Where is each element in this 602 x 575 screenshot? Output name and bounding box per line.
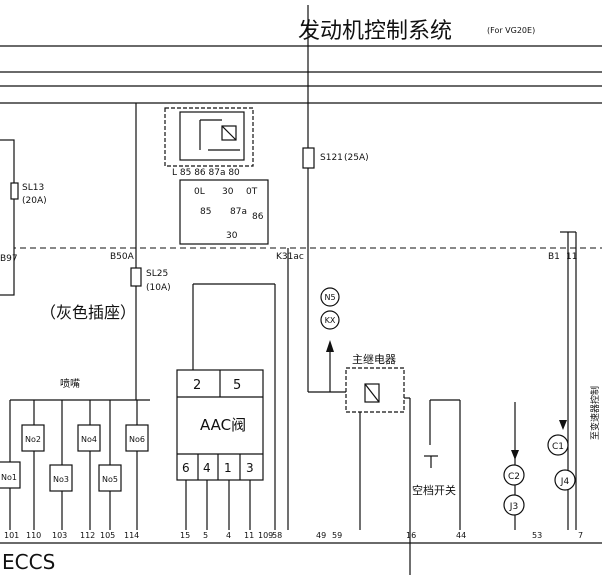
ecu-pin-110: 110 (26, 531, 41, 540)
injector-no4 (77, 424, 101, 452)
circle-c2 (503, 464, 525, 486)
ecu-pin-105: 105 (100, 531, 115, 540)
ecu-pin-16: 16 (406, 531, 416, 540)
aac-valve: 2 5 AAC阀 6 4 1 3 (176, 248, 289, 530)
circle-c1-label: C1 (552, 442, 564, 452)
injector-no4-label: No4 (81, 435, 97, 444)
gray-socket-label: （灰色插座） (40, 303, 136, 322)
aac-top-pin-1: 2 (193, 378, 201, 393)
relay-top-pins: L 85 86 87a 80 (172, 168, 240, 178)
left-module (0, 139, 15, 296)
ecu-label: ECCS (2, 550, 55, 574)
main-relay-label: 主继电器 (352, 353, 396, 366)
label-11: 11 (566, 252, 577, 262)
circle-n5-label: N5 (324, 293, 335, 302)
circle-j4 (554, 469, 576, 491)
injector-no1-label: No1 (1, 473, 17, 482)
ecu-pin-103: 103 (52, 531, 67, 540)
circle-kx (320, 310, 340, 330)
fuse-sl25 (130, 267, 142, 287)
fuse-sl25-label: SL25 (146, 269, 168, 279)
ecu-pin-58: 58 (272, 531, 282, 540)
diagram-title: 发动机控制系统 (298, 19, 452, 44)
aac-top-pin-2: 5 (233, 378, 241, 393)
ecu-pin-15: 15 (180, 531, 190, 540)
relay-pin-30b: 30 (226, 231, 238, 241)
injector-no3-label: No3 (53, 475, 69, 484)
ecu-pin-11: 11 (244, 531, 254, 540)
top-bus-lines (0, 45, 602, 104)
ecu-pin-112: 112 (80, 531, 95, 540)
fuse-sl25-rating: (10A) (146, 283, 171, 293)
ecu-pin-4: 4 (226, 531, 231, 540)
side-vertical-label: 至变速器控制 (589, 386, 601, 440)
circle-c2-label: C2 (508, 472, 520, 482)
ecu-pin-53: 53 (532, 531, 542, 540)
relay-block: L 85 86 87a 80 0L 30 0T 85 87a 86 30 (164, 107, 269, 245)
circle-j4-label: J4 (560, 477, 570, 487)
relay-pin-86: 86 (252, 212, 264, 222)
arrow-down-7 (559, 420, 567, 430)
relay-pin-30: 30 (222, 187, 234, 197)
fuse-sl13-rating: (20A) (22, 196, 47, 206)
ecu-pin-5: 5 (203, 531, 208, 540)
label-b50a: B50A (110, 252, 135, 262)
circle-kx-label: KX (325, 316, 336, 325)
injectors-label: 喷嘴 (60, 378, 80, 390)
ecu-pin-59: 59 (332, 531, 342, 540)
circle-c1 (547, 434, 569, 456)
aac-name: AAC阀 (200, 416, 246, 434)
relay-pin-87a: 87a (230, 207, 247, 217)
ac-switch: 空档开关 (412, 399, 461, 530)
ecu-pin-109: 109 (258, 531, 273, 540)
fuse-s121-label: S121 (320, 153, 343, 163)
diagram-subtitle: (For VG20E) (487, 26, 535, 35)
fuse-sl13 (10, 182, 19, 200)
ecu-pin-44: 44 (456, 531, 466, 540)
aac-bottom-pin-1: 6 (182, 461, 190, 475)
ecu-pin-114: 114 (124, 531, 139, 540)
fuse-s121-rating: (25A) (344, 153, 369, 163)
injector-no2 (21, 424, 45, 452)
circle-n5 (320, 287, 340, 307)
ecu-pin-49: 49 (316, 531, 326, 540)
label-b1: B1 (548, 252, 560, 262)
circle-j3 (503, 494, 525, 516)
injector-no6 (125, 424, 149, 452)
fuse-sl13-label: SL13 (22, 183, 44, 193)
label-k31ac: K31ac (276, 252, 304, 262)
aac-bottom-pin-4: 3 (246, 461, 254, 475)
injector-bus (9, 399, 150, 530)
circle-j3-label: J3 (509, 502, 518, 512)
fuse-s121 (302, 147, 315, 169)
relay-pin-85: 85 (200, 207, 211, 217)
injector-no5 (98, 464, 122, 492)
ecu-pin-101: 101 (4, 531, 19, 540)
injector-no6-label: No6 (129, 435, 145, 444)
arrow-up-head (326, 340, 334, 352)
aac-bottom-pin-3: 1 (224, 461, 232, 475)
relay-pin-0l: 0L (194, 187, 205, 197)
injector-no2-label: No2 (25, 435, 41, 444)
relay-pin-0t: 0T (246, 187, 258, 197)
injector-no5-label: No5 (102, 475, 118, 484)
arrow-down-53 (511, 450, 519, 460)
label-b97: B97 (0, 254, 18, 264)
injector-no1 (0, 461, 21, 489)
ecu-pin-7: 7 (578, 531, 583, 540)
aac-bottom-pin-2: 4 (203, 461, 211, 475)
ac-switch-label: 空档开关 (412, 483, 456, 497)
injector-no3 (49, 464, 73, 492)
